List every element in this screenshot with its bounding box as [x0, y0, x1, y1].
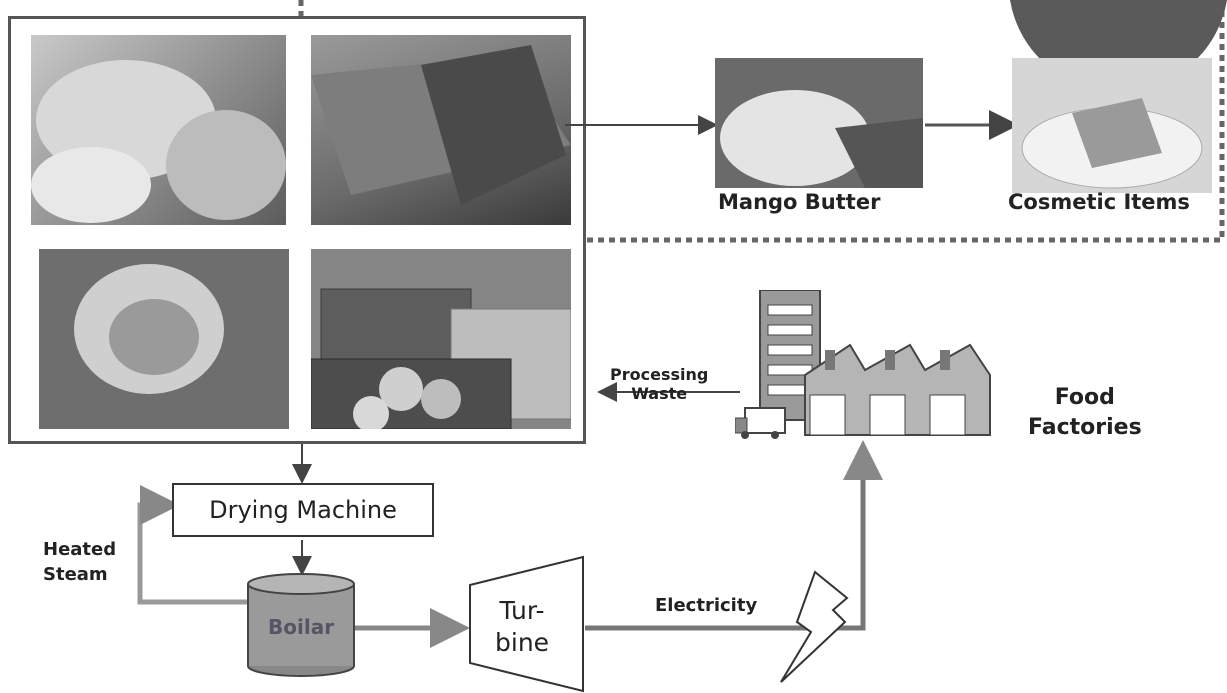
food-factories-label: Food Factories	[1028, 385, 1142, 440]
photo-mango-crates	[311, 249, 571, 429]
arrow-electricity	[585, 440, 883, 631]
arrow-heated-steam	[137, 485, 248, 605]
lightning-bolt-icon	[780, 570, 849, 683]
boiler-cylinder	[247, 573, 355, 677]
turbine-label: Tur- bine	[495, 596, 550, 657]
drying-machine-box: Drying Machine	[172, 483, 434, 537]
factory-icon	[735, 290, 991, 439]
photo-mango-seeds	[31, 35, 286, 225]
turbine-shape	[469, 555, 584, 693]
photo-dried-kernels	[311, 35, 571, 225]
cosmetic-items-label: Cosmetic Items	[1008, 190, 1190, 214]
mango-waste-photo-collage	[8, 16, 586, 444]
mango-butter-image	[715, 58, 923, 188]
drying-machine-label: Drying Machine	[209, 496, 397, 524]
mango-butter-label: Mango Butter	[718, 190, 881, 214]
heated-steam-label: Heated Steam	[43, 539, 117, 585]
photo-seed-section	[39, 249, 289, 429]
boiler-label: Boilar	[268, 615, 335, 639]
processing-waste-label: Processing Waste	[610, 365, 709, 403]
cosmetic-items-image	[1012, 58, 1212, 193]
electricity-label: Electricity	[655, 595, 758, 616]
